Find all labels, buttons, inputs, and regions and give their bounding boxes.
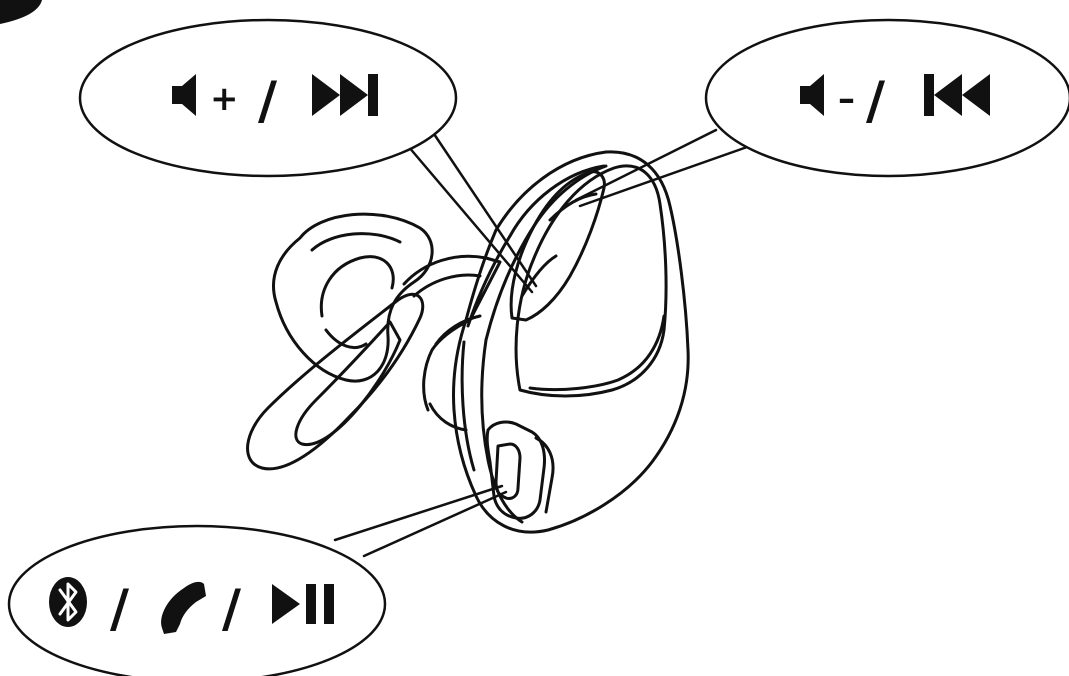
- speaker-icon: [800, 74, 824, 116]
- earbud-housing: [452, 150, 690, 534]
- multifunction-button: [485, 420, 546, 520]
- callout-multifunction: / /: [49, 577, 334, 639]
- next-track-icon: [312, 74, 378, 116]
- callout-bubble-volume-up: [78, 18, 458, 178]
- leader-volume-down-b: [578, 144, 752, 208]
- callout-bubble-volume-down: [704, 18, 1069, 178]
- previous-track-icon: [924, 74, 990, 116]
- minus-sign: –: [838, 79, 855, 119]
- corner-badge: [0, 0, 42, 24]
- leader-multifunction-a: [333, 484, 504, 542]
- slash-separator: /: [222, 579, 241, 639]
- leader-volume-up-a: [428, 126, 538, 288]
- plus-sign: +: [210, 79, 239, 119]
- callout-volume-up: + /: [172, 71, 378, 131]
- speaker-icon: [172, 74, 196, 116]
- volume-rocker: [509, 170, 606, 322]
- leader-volume-up-b: [406, 144, 534, 294]
- ear-tip: [272, 212, 434, 383]
- ear-wing: [246, 292, 425, 471]
- earbud-illustration: [246, 150, 690, 534]
- callout-volume-down: – /: [800, 71, 990, 131]
- phone-handset-icon: [161, 581, 206, 634]
- slash-separator: /: [258, 71, 277, 131]
- leader-multifunction-b: [362, 490, 508, 558]
- slash-separator: /: [110, 579, 129, 639]
- play-pause-icon: [272, 584, 334, 624]
- leader-volume-down-a: [574, 128, 718, 202]
- button-face: [514, 164, 668, 398]
- slash-separator: /: [866, 71, 885, 131]
- leader-lines: [333, 126, 752, 558]
- bluetooth-icon: [49, 577, 87, 627]
- earbud-neck: [402, 254, 502, 412]
